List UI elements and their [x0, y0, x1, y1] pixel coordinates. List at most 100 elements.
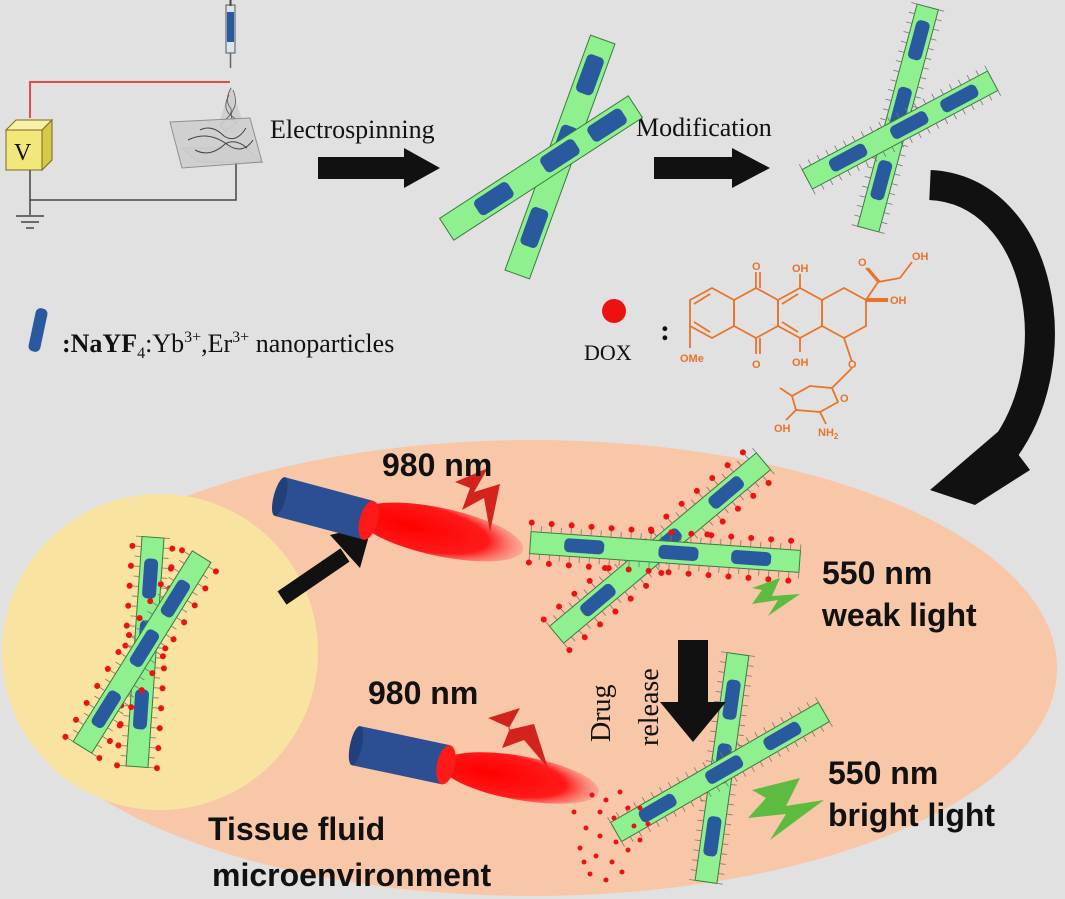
- dox-dot: [162, 645, 169, 652]
- dox-dot: [106, 738, 113, 745]
- nanoparticle: [828, 143, 868, 172]
- nanoparticle: [908, 20, 930, 61]
- nanoparticle: [142, 558, 159, 599]
- nanoparticle: [91, 690, 121, 729]
- voltage-source-box: V: [4, 118, 54, 172]
- dox-nh2-sugar: NH2: [818, 427, 839, 441]
- dox-dot: [768, 536, 775, 543]
- nanoparticle-icon: [28, 308, 48, 352]
- dox-dot: [678, 500, 685, 507]
- nanoparticle: [705, 755, 744, 784]
- fiber-group-modified: [798, 2, 1002, 234]
- dox-structure: [689, 261, 913, 425]
- dox-dot: [643, 582, 650, 589]
- modification-label: Modification: [636, 113, 772, 142]
- dox-dot: [83, 699, 90, 706]
- legend-suffix: nanoparticles: [249, 329, 394, 358]
- dox-structure-labels: O OH O OH OH OMe O OH O O OH NH2: [680, 251, 929, 441]
- dox-dot: [628, 526, 635, 533]
- fiber: [798, 65, 1002, 195]
- red-wire: [29, 81, 230, 118]
- drug-release-arrow: [660, 640, 726, 742]
- released-dox-dot: [589, 792, 595, 798]
- legend-sub-4: 4: [137, 345, 145, 362]
- nanoparticle: [160, 579, 191, 618]
- dox-dot: [668, 529, 675, 536]
- dox-oh-side: OH: [912, 251, 929, 263]
- dox-dot: [157, 581, 164, 588]
- dox-dot: [556, 603, 563, 610]
- dox-dot: [96, 755, 103, 762]
- dox-dot: [158, 705, 165, 712]
- released-dox-dot: [597, 809, 603, 815]
- laser-bottom-wavelength: 980 nm: [368, 675, 478, 711]
- dox-dot: [705, 572, 712, 579]
- dox-dot: [104, 665, 111, 672]
- dox-dot: [585, 563, 592, 570]
- released-dox-dot: [577, 845, 583, 851]
- dox-oh-sugar: OH: [774, 423, 791, 435]
- nanoparticle: [540, 139, 580, 173]
- dox-o-bottom: O: [752, 359, 761, 371]
- nanoparticle: [940, 84, 979, 113]
- dox-dot: [115, 742, 122, 749]
- dox-dot: [126, 632, 133, 639]
- released-dox-dot: [637, 805, 643, 811]
- released-dox-dot: [571, 809, 577, 815]
- dox-colon: :: [660, 314, 670, 347]
- legend-sup-b: 3+: [232, 329, 249, 346]
- dox-dot: [685, 570, 692, 577]
- released-dox-dot: [587, 871, 593, 877]
- dox-dot: [126, 582, 133, 589]
- dox-dot: [129, 542, 136, 549]
- lightning-green-bright-icon: [748, 778, 824, 840]
- dox-dot-icon: [602, 299, 626, 323]
- nanoparticle: [520, 207, 549, 248]
- dox-dot: [202, 585, 209, 592]
- dox-dot: [147, 598, 154, 605]
- released-dox-dot: [581, 859, 587, 865]
- dox-dot: [750, 492, 757, 499]
- dox-dot: [788, 537, 795, 544]
- dox-dot: [545, 560, 552, 567]
- syringe-icon: [225, 0, 236, 68]
- dox-dot: [588, 523, 595, 530]
- dox-o-ketone: O: [858, 257, 867, 269]
- released-dox-dot: [603, 797, 609, 803]
- dox-dot: [612, 608, 619, 615]
- dox-dot: [719, 518, 726, 525]
- dox-dot: [725, 573, 732, 580]
- dox-dot: [94, 682, 101, 689]
- dox-dot: [159, 685, 166, 692]
- dox-dot: [765, 576, 772, 583]
- dox-dot: [155, 745, 162, 752]
- dox-dot: [73, 716, 80, 723]
- dox-dot: [565, 562, 572, 569]
- dox-dot: [665, 569, 672, 576]
- nanoparticle: [703, 816, 722, 857]
- dox-o-top: O: [752, 261, 761, 273]
- dox-dot: [663, 513, 670, 520]
- released-dox-dot: [625, 847, 631, 853]
- nanoparticle: [731, 549, 772, 567]
- dox-dot: [745, 574, 752, 581]
- dox-dot: [581, 634, 588, 641]
- dox-dot: [212, 568, 219, 575]
- nanoparticle: [580, 583, 616, 617]
- electrospinning-arrow: [318, 148, 440, 188]
- fiber-group-loaded: [62, 535, 219, 772]
- dox-ome: OMe: [680, 353, 704, 365]
- dox-dot: [125, 602, 132, 609]
- dox-dot: [156, 725, 163, 732]
- nanoparticle: [870, 160, 893, 201]
- dox-dot: [739, 449, 746, 456]
- dox-oh-ring: OH: [890, 295, 907, 307]
- dox-dot: [648, 528, 655, 535]
- dox-dot: [117, 721, 124, 728]
- lightning-red-top-icon: [455, 468, 500, 532]
- dox-dot: [160, 665, 167, 672]
- legend-er: ,Er: [201, 329, 232, 358]
- released-dox-dot: [593, 853, 599, 859]
- dox-dot: [765, 479, 772, 486]
